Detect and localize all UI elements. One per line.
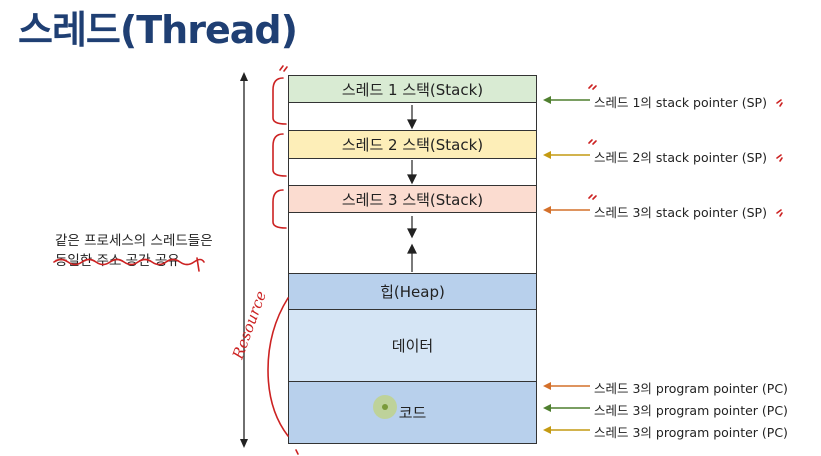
data-label: 데이터 bbox=[391, 337, 434, 355]
code-block: 코드 bbox=[288, 381, 537, 444]
side-note: 같은 프로세스의 스레드들은 동일한 주소 공간 공유 bbox=[55, 231, 213, 271]
growth-arrows bbox=[407, 105, 417, 272]
thread2-sp-label: 스레드 2의 stack pointer (SP) bbox=[594, 150, 767, 165]
heap-label: 힙(Heap) bbox=[380, 283, 445, 301]
thread1-stack-label: 스레드 1 스택(Stack) bbox=[341, 80, 484, 99]
pc-label-1: 스레드 3의 program pointer (PC) bbox=[594, 381, 788, 396]
pc-label-2: 스레드 3의 program pointer (PC) bbox=[594, 403, 788, 418]
pc-arrows bbox=[543, 382, 590, 434]
thread1-sp-label: 스레드 1의 stack pointer (SP) bbox=[594, 95, 767, 110]
side-note-line1: 같은 프로세스의 스레드들은 bbox=[55, 233, 213, 249]
thread3-stack-label: 스레드 3 스택(Stack) bbox=[341, 190, 484, 209]
mouse-cursor-icon bbox=[373, 395, 397, 419]
address-space-arrow bbox=[240, 72, 248, 448]
side-note-line2: 동일한 주소 공간 공유 bbox=[55, 253, 180, 269]
thread3-sp-label: 스레드 3의 stack pointer (SP) bbox=[594, 205, 767, 220]
page-title: 스레드(Thread) bbox=[18, 8, 298, 52]
code-label: 코드 bbox=[398, 404, 427, 422]
handwritten-note: Resource bbox=[229, 288, 271, 362]
pc-label-3: 스레드 3의 program pointer (PC) bbox=[594, 425, 788, 440]
thread2-stack-label: 스레드 2 스택(Stack) bbox=[341, 136, 484, 154]
sp-arrows bbox=[543, 96, 590, 214]
